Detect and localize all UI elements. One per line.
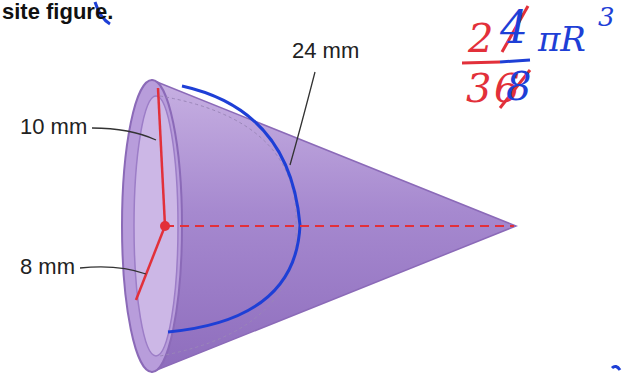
dimension-label: 24 mm: [292, 40, 359, 62]
handwritten-digit: 4: [500, 6, 528, 50]
handwritten-digit: 8: [506, 66, 531, 106]
heading-fragment: site figure.: [2, 1, 113, 23]
handwritten-exponent: 3: [598, 4, 615, 30]
dimension-label: 8 mm: [20, 256, 75, 278]
handwritten-digit: 2: [468, 18, 493, 58]
handwritten-digit: 3: [466, 68, 491, 108]
handwritten-formula: πR: [538, 22, 586, 56]
dimension-label: 10 mm: [20, 116, 87, 138]
